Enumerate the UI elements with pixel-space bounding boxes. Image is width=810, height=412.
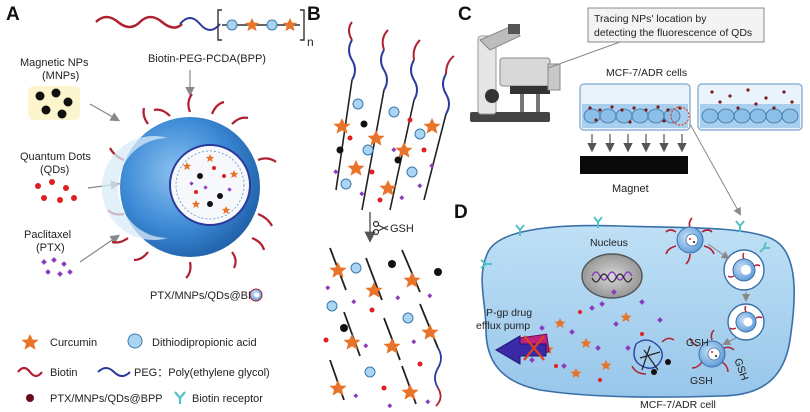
dithio-unit [226,19,238,31]
cell-label-d: MCF-7/ADR cell [640,399,716,411]
gsh-label-d-1: GSH [686,337,709,349]
repeat-bracket-left [217,9,222,41]
panel-c: C Tracing NPs' location by detecting the… [458,4,803,216]
panel-label-c: C [458,4,472,25]
extracellular-nanoparticle [665,217,715,265]
polymer-label: Biotin-PEG-PCDA(BPP) [148,53,266,65]
np-core-payload [182,154,239,214]
np-crescent-highlight [101,136,168,240]
endosome-np [727,303,765,341]
biotin-receptors [480,216,770,269]
polymer-biotin-segment [95,15,183,29]
scissors-icon [372,220,389,236]
gsh-label-b: GSH [390,223,414,235]
callout-leader [547,41,621,69]
legend-peg-icon [97,367,131,377]
mnps-label-1: Magnetic NPs [20,57,89,69]
legend-nps-icon [26,394,34,402]
repeat-n: n [307,35,314,49]
legend-receptor-icon [174,391,186,404]
released-drug-payload [529,289,671,382]
legend-dithio-icon [127,333,143,349]
callout-line-2: detecting the fluorescence of QDs [594,27,752,39]
strand-payload-bottom [323,260,442,409]
magnet-label: Magnet [612,183,649,195]
repeat-bracket-right [300,9,305,41]
bpp-polymer: n [95,9,314,49]
dithio-unit [266,19,278,31]
pgp-efflux-pump-icon [495,333,550,365]
arrow-uptake [707,243,730,260]
magnet-block [580,156,688,174]
dna-strand [591,271,633,281]
legend-dithio: Dithiodipropionic acid [152,337,257,349]
arrow-ptx-to-np [79,234,120,263]
culture-dish-magnet [579,83,691,131]
microscope-icon [470,24,561,122]
legend-curcumin-icon [21,334,39,350]
bpp-strands-assembled [333,21,455,211]
strand-payload-top [333,98,441,203]
qds-label-2: (QDs) [40,164,69,176]
legend-nps: PTX/MNPs/QDs@BPP [50,393,163,405]
arrow-release [722,337,737,345]
cytosolic-np [689,329,735,373]
qds-cluster [35,179,77,203]
panel-label-b: B [307,4,321,25]
ptx-cluster [41,257,73,277]
gsh-label-d-3: GSH [690,375,713,387]
polymer-peg-segment [179,17,221,31]
pump-label-2: efflux pump [476,320,530,332]
panel-label-d: D [454,202,468,223]
curcumin-unit [244,18,260,32]
legend-peg: PEG：Poly(ethylene glycol) [134,367,270,379]
magnet-force-arrows [587,134,687,153]
arrow-mnps-to-np [89,103,121,122]
legend-biotin: Biotin [50,367,78,379]
nucleus-label: Nucleus [590,237,628,249]
endocytic-vesicle [723,249,765,291]
callout-line-1: Tracing NPs' location by [594,13,707,25]
ptx-label-2: (PTX) [36,242,65,254]
pump-label-1: P-gp drug [486,307,532,319]
panel-label-a: A [6,4,20,25]
culture-dish-control [697,83,803,131]
nanoparticle-label: PTX/MNPs/QDs@BPP [150,290,263,302]
fluorescence-callout: Tracing NPs' location by detecting the f… [547,7,765,69]
legend: Curcumin Dithiodipropionic acid Biotin P… [17,333,270,405]
nanoparticle-diagram [101,93,277,279]
arrow-c-to-d [689,123,741,216]
panel-d: D [454,202,795,411]
panel-a: A n Biotin-PEG-PCDA(BPP) Magnetic NPs (M… [6,4,314,302]
panel-b: B [307,4,455,409]
mnps-label-2: (MNPs) [42,70,79,82]
legend-curcumin: Curcumin [50,337,97,349]
qds-label-1: Quantum Dots [20,151,91,163]
bpp-strands-dissociated [323,247,442,409]
nucleus [581,253,643,299]
nanoparticle-mini-icon [249,288,263,302]
legend-receptor: Biotin receptor [192,393,263,405]
mnps-cluster [28,86,80,120]
legend-biotin-icon [17,366,43,378]
ptx-label-1: Paclitaxel [24,229,71,241]
cells-label-c: MCF-7/ADR cells [606,67,687,79]
curcumin-unit [282,18,298,32]
disassembled-polymer [631,337,675,375]
